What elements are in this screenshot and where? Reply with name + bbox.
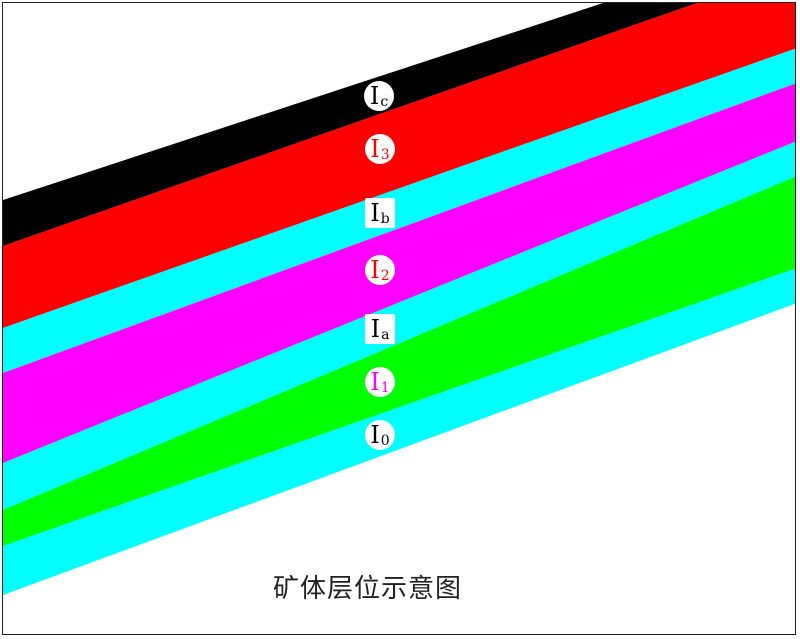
layer-label-i0-main: I (370, 421, 380, 449)
layer-label-i2-main: I (370, 256, 380, 284)
diagram-caption: 矿体层位示意图 (273, 574, 463, 604)
layer-label-ia-main: I (370, 315, 381, 343)
band-cyan-upper (3, 48, 795, 373)
layer-label-i3-main: I (370, 135, 380, 163)
layer-label-i1-sub: 1 (380, 380, 390, 396)
layer-label-ia-sub: a (381, 327, 390, 343)
layer-label-ic-sub: c (380, 94, 389, 110)
band-cyan-lower (3, 268, 795, 595)
layer-label-i1-main: I (370, 368, 380, 396)
band-green (3, 176, 795, 546)
band-magenta (3, 83, 795, 463)
layer-label-ic-main: I (369, 82, 380, 110)
band-cyan-middle (3, 141, 795, 510)
band-red (3, 3, 795, 328)
layer-label-ib-sub: b (380, 211, 390, 227)
layer-bands (3, 3, 795, 595)
layer-label-ib-main: I (370, 199, 380, 227)
layer-label-i2-sub: 2 (380, 268, 390, 284)
layer-label-i3-sub: 3 (380, 147, 390, 163)
layer-label-i0-sub: 0 (380, 433, 390, 449)
